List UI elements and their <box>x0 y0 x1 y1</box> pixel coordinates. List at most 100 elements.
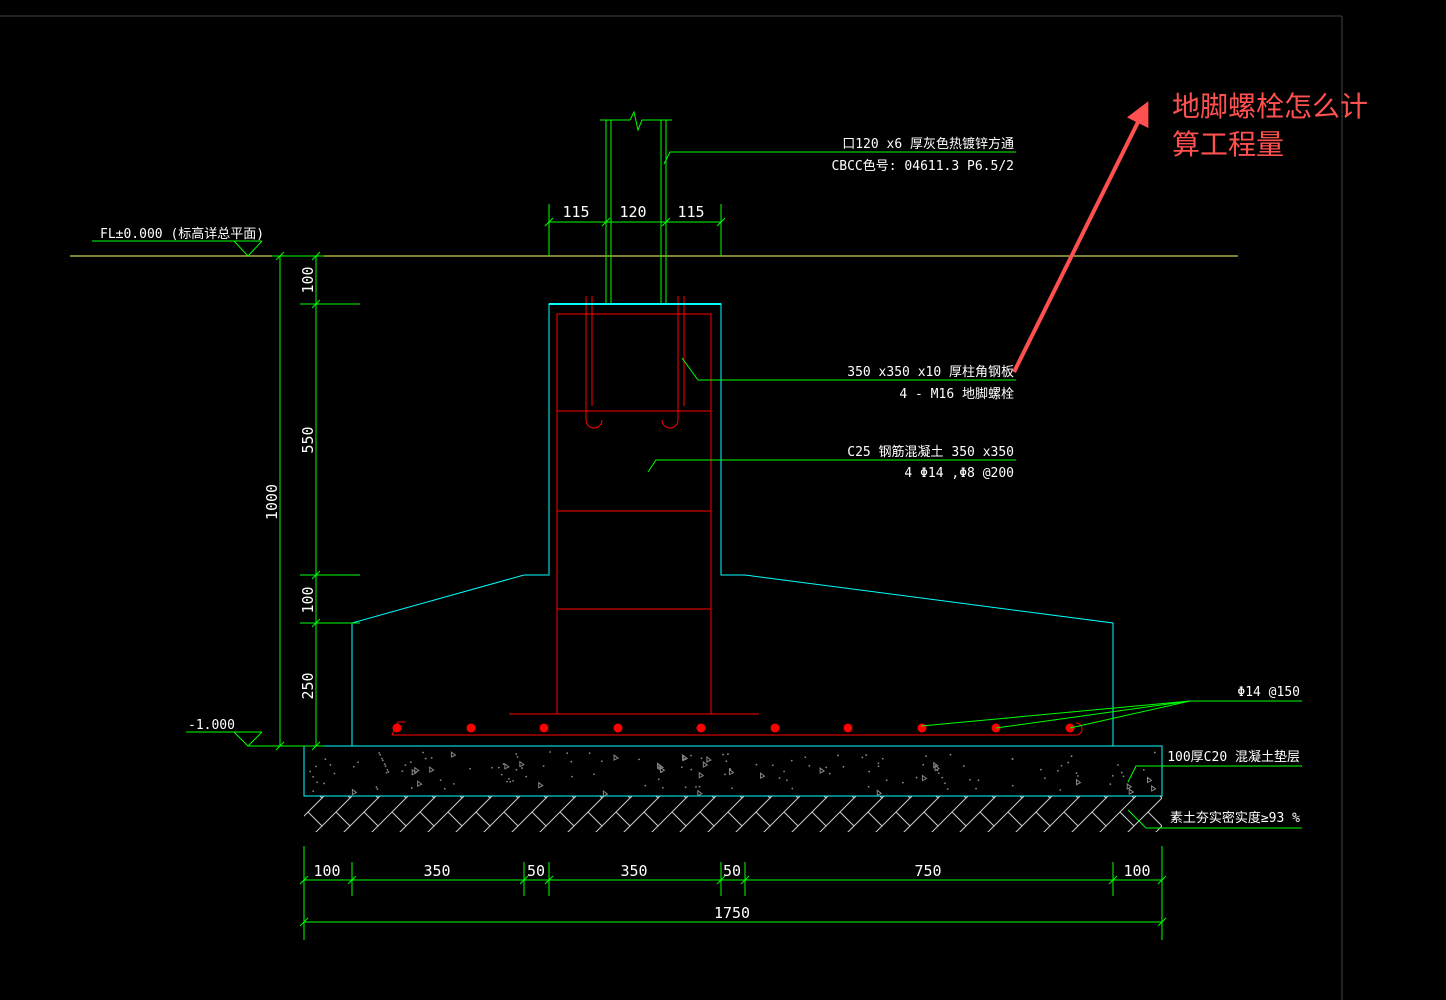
aggregate-speck <box>790 759 793 762</box>
aggregate-speck <box>659 766 666 774</box>
cushion-label: 100厚C20 混凝土垫层 <box>1167 749 1300 765</box>
aggregate-speck <box>497 766 500 769</box>
vert-dim-550: 550 <box>299 426 317 453</box>
rebar-dot <box>696 723 706 733</box>
floor-level-label: FL±0.000 (标高详总平面) <box>100 226 264 242</box>
aggregate-speck <box>429 766 435 773</box>
aggregate-speck <box>509 780 512 783</box>
aggregate-speck <box>1060 764 1063 767</box>
bottom-dim-100-right: 100 <box>1123 862 1150 880</box>
aggregate-speck <box>384 765 387 768</box>
bottom-dim-350-center: 350 <box>620 862 647 880</box>
bottom-dim-100-left: 100 <box>313 862 340 880</box>
aggregate-speck <box>525 775 528 778</box>
aggregate-speck <box>937 772 940 774</box>
aggregate-speck <box>700 757 703 760</box>
aggregate-speck <box>507 777 510 780</box>
aggregate-speck <box>519 760 525 768</box>
aggregate-speck <box>868 770 871 773</box>
aggregate-speck <box>352 765 355 768</box>
aggregate-speck <box>877 762 880 765</box>
aggregate-speck <box>375 786 378 789</box>
aggregate-speck <box>808 764 811 767</box>
aggregate-speck <box>417 780 423 787</box>
base-plate-label: 350 x350 x10 厚柱角钢板 <box>847 365 1014 380</box>
aggregate-speck <box>404 764 407 767</box>
aggregate-speck <box>778 777 781 779</box>
aggregate-speck <box>502 763 505 765</box>
aggregate-speck <box>357 761 359 764</box>
aggregate-speck <box>975 787 977 790</box>
aggregate-speck <box>657 778 660 781</box>
aggregate-speck <box>658 763 664 771</box>
aggregate-speck <box>962 765 965 767</box>
aggregate-speck <box>819 767 826 774</box>
aggregate-speck <box>783 770 785 773</box>
aggregate-speck <box>379 753 382 756</box>
aggregate-speck <box>309 770 312 773</box>
bottom-dim-50-right: 50 <box>723 862 741 880</box>
aggregate-speck <box>516 755 519 758</box>
bottom-dim-750: 750 <box>914 862 941 880</box>
aggregate-speck <box>1039 768 1042 771</box>
aggregate-speck <box>921 774 928 782</box>
aggregate-speck <box>644 784 647 787</box>
aggregate-speck <box>401 770 404 773</box>
aggregate-speck <box>941 776 944 779</box>
aggregate-speck <box>381 757 383 760</box>
aggregate-speck <box>512 779 514 782</box>
aggregate-speck <box>409 761 412 764</box>
bottom-dim-350-left: 350 <box>423 862 450 880</box>
aggregate-speck <box>1059 789 1062 791</box>
drawing-frame <box>0 15 1343 1000</box>
rebar-dot <box>539 723 549 733</box>
aggregate-speck <box>837 754 839 757</box>
aggregate-speck <box>804 756 807 759</box>
aggregate-speck <box>422 751 425 754</box>
bottom-dim-50-left: 50 <box>527 862 545 880</box>
aggregate-speck <box>424 757 427 760</box>
aggregate-speck <box>684 786 687 789</box>
aggregate-speck <box>1120 771 1123 774</box>
aggregate-speck <box>944 782 946 785</box>
aggregate-speck <box>946 788 949 790</box>
aggregate-speck <box>825 766 828 769</box>
aggregate-speck <box>786 779 788 782</box>
aggregate-speck <box>697 789 703 797</box>
aggregate-speck <box>755 763 758 766</box>
aggregate-speck <box>842 765 845 768</box>
rebar-dot <box>466 723 476 733</box>
aggregate-speck <box>588 752 591 755</box>
aggregate-speck <box>725 760 728 763</box>
annotation-line-2: 算工程量 <box>1172 128 1285 161</box>
aggregate-speck <box>538 781 544 789</box>
aggregate-speck <box>865 754 868 756</box>
aggregate-speck <box>867 785 870 788</box>
vert-dim-250: 250 <box>299 672 317 699</box>
rebar-dot <box>843 723 853 733</box>
aggregate-speck <box>386 768 389 771</box>
footing-rebar-label: Φ14 @150 <box>1237 685 1300 700</box>
aggregate-speck <box>1128 788 1135 795</box>
aggregate-speck <box>1126 782 1133 790</box>
aggregate-speck <box>1151 784 1157 792</box>
aggregate-speck <box>600 760 603 763</box>
aggregate-speck <box>1057 769 1059 772</box>
base-plate-leader <box>681 357 1016 381</box>
aggregate-speck <box>1075 772 1078 775</box>
aggregate-speck <box>414 766 420 774</box>
soil-leader <box>1127 809 1302 829</box>
aggregate-speck <box>698 771 705 779</box>
bottom-dimension-chain <box>299 846 1167 940</box>
aggregate-speck <box>706 756 712 763</box>
top-dim-left: 115 <box>562 203 589 221</box>
aggregate-speck <box>949 753 952 756</box>
aggregate-speck <box>1117 764 1119 766</box>
anchor-bolts <box>585 296 685 429</box>
cushion-aggregate <box>309 751 1157 797</box>
aggregate-speck <box>542 765 545 768</box>
aggregate-speck <box>728 768 735 776</box>
aggregate-speck <box>315 765 317 768</box>
rebar-dot <box>917 723 927 733</box>
